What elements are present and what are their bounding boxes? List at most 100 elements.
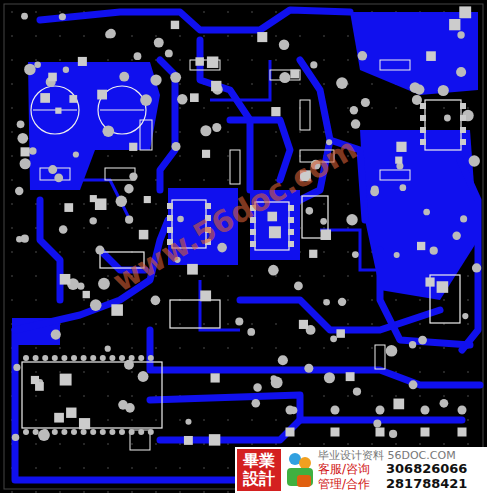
pad — [129, 143, 137, 151]
pad — [48, 165, 57, 174]
pad — [151, 296, 161, 306]
pad — [17, 120, 25, 128]
pad — [51, 330, 61, 340]
pad — [346, 214, 357, 225]
pad — [33, 429, 39, 435]
pad — [185, 419, 191, 425]
pad — [100, 429, 106, 435]
pad — [409, 341, 416, 348]
pad — [17, 133, 28, 144]
pad — [438, 85, 449, 96]
pad — [83, 291, 90, 298]
pad — [430, 247, 438, 255]
pad — [38, 429, 50, 441]
pad — [460, 139, 466, 145]
logo-text: 畢業設計 — [243, 452, 277, 489]
pad — [165, 49, 173, 57]
pad — [63, 67, 69, 73]
contact-label: 管理/合作 — [318, 477, 370, 491]
pad — [105, 346, 111, 352]
pad — [389, 430, 397, 438]
pad — [290, 70, 299, 79]
pad — [399, 184, 406, 191]
pad — [286, 406, 295, 415]
pad — [458, 428, 467, 437]
pad — [288, 229, 294, 235]
board-outline — [4, 4, 483, 489]
pad — [144, 196, 151, 203]
pad — [207, 56, 218, 67]
pad — [195, 57, 203, 65]
pad — [376, 428, 385, 437]
pad — [394, 252, 400, 258]
pad — [279, 40, 289, 50]
pad — [69, 95, 77, 103]
pad — [426, 51, 436, 61]
pad — [361, 98, 370, 107]
pad — [420, 139, 426, 145]
pad — [124, 360, 134, 370]
pad — [89, 217, 96, 224]
pad — [61, 429, 67, 435]
pad — [421, 428, 430, 437]
solder-pads — [12, 6, 481, 445]
pad — [373, 420, 381, 428]
pad — [472, 263, 481, 272]
pad — [59, 13, 66, 20]
pad — [119, 72, 129, 82]
pad — [288, 241, 294, 247]
pad — [40, 93, 50, 103]
pad — [351, 119, 360, 128]
pad — [154, 38, 164, 48]
copper-traces — [15, 10, 480, 480]
pad — [100, 355, 106, 361]
pad — [171, 142, 180, 151]
pad — [460, 103, 466, 109]
pad — [167, 203, 173, 209]
pad — [294, 282, 303, 291]
pad — [61, 355, 67, 361]
pad — [55, 108, 61, 114]
pad — [306, 207, 314, 215]
ic-outline — [22, 100, 461, 428]
pad — [235, 317, 243, 325]
pad — [288, 205, 294, 211]
pad — [138, 429, 144, 435]
contact-number: 306826066 — [386, 461, 467, 477]
pad — [138, 355, 144, 361]
logo-panel — [235, 447, 487, 493]
copper-pour — [12, 12, 478, 345]
pad — [321, 229, 331, 239]
pad — [304, 364, 313, 373]
capacitor-symbol — [31, 86, 146, 134]
pad — [330, 335, 337, 342]
pad — [54, 413, 64, 423]
pad — [253, 383, 261, 391]
pad — [346, 372, 355, 381]
pad — [109, 429, 115, 435]
pad — [338, 298, 346, 306]
pad — [177, 216, 184, 223]
pad — [268, 265, 279, 276]
pad — [250, 229, 256, 235]
pad — [271, 107, 280, 116]
pad — [396, 142, 406, 152]
pad — [15, 187, 23, 195]
pad — [421, 406, 430, 415]
pad — [457, 31, 464, 38]
pad — [12, 434, 19, 441]
pad — [460, 215, 467, 222]
pad — [60, 374, 72, 386]
pad — [98, 278, 110, 290]
pad — [73, 151, 79, 157]
pad — [420, 115, 426, 121]
pad — [336, 329, 344, 337]
pad — [212, 123, 221, 132]
pad — [97, 90, 107, 100]
pad — [125, 216, 133, 224]
pad — [251, 399, 260, 408]
pad — [452, 231, 460, 239]
pad — [60, 274, 71, 285]
pad — [358, 51, 368, 61]
